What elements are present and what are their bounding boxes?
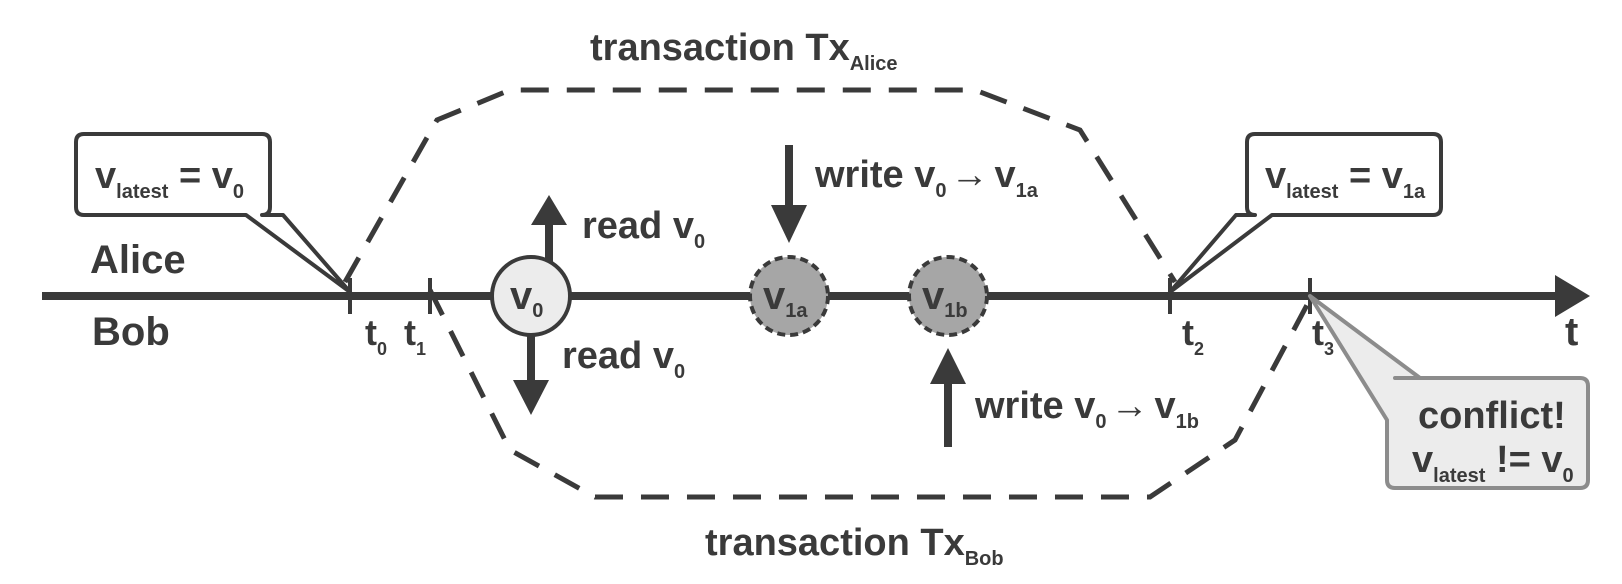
alice-write-arrowhead xyxy=(771,205,807,243)
bob-read-arrowhead xyxy=(513,380,549,415)
bob-write-label: write v0→v1b xyxy=(974,385,1199,433)
bob-write-arrowhead xyxy=(930,348,966,384)
svg-text:v1b: v1b xyxy=(922,274,968,322)
alice-lane-label: Alice xyxy=(90,238,186,282)
tick-label-t0: t0 xyxy=(365,312,387,359)
tick-label-t2: t2 xyxy=(1182,312,1204,359)
svg-text:v0: v0 xyxy=(510,274,543,322)
callout-commit: vlatest = v1a xyxy=(1168,132,1443,294)
bob-lane-label: Bob xyxy=(92,310,170,354)
svg-text:conflict!: conflict! xyxy=(1418,395,1566,437)
svg-text:vlatest = v1a: vlatest = v1a xyxy=(1265,155,1426,203)
callout-start: vlatest = v0 xyxy=(74,132,352,294)
tick-label-t1: t1 xyxy=(404,312,426,359)
version-node-v1a: v1a xyxy=(748,255,830,337)
bob-read-label: read v0 xyxy=(562,335,685,383)
callout-conflict: conflict! vlatest != v0 xyxy=(1308,294,1590,490)
version-node-v1b: v1b xyxy=(907,255,989,337)
time-axis-label: t xyxy=(1565,310,1578,354)
alice-read-label: read v0 xyxy=(582,205,705,253)
svg-text:vlatest != v0: vlatest != v0 xyxy=(1412,439,1574,487)
tick-label-t3: t3 xyxy=(1312,312,1334,359)
time-axis-arrowhead xyxy=(1555,275,1590,317)
alice-write-label: write v0→v1a xyxy=(814,154,1039,202)
alice-read-arrowhead xyxy=(531,195,567,225)
alice-transaction-envelope xyxy=(342,87,1178,284)
svg-text:v1a: v1a xyxy=(763,274,808,322)
bob-transaction-title: transaction TxBob xyxy=(705,522,1004,570)
alice-transaction-title: transaction TxAlice xyxy=(590,27,898,75)
bob-transaction-envelope xyxy=(427,288,1318,500)
svg-text:vlatest = v0: vlatest = v0 xyxy=(95,155,244,203)
version-node-v0: v0 xyxy=(490,255,572,337)
